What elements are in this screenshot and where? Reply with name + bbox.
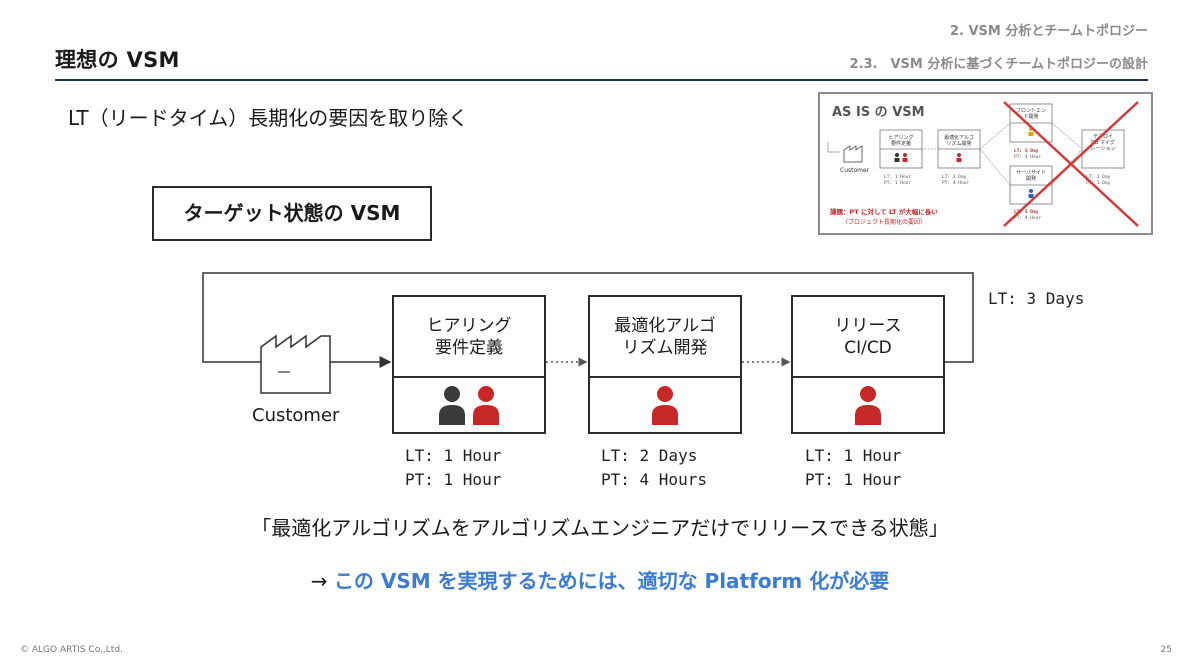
process-staff bbox=[590, 378, 740, 432]
lead-time: LT: 1 Hour bbox=[405, 446, 502, 465]
lead-time: LT: 1 Hour bbox=[805, 446, 902, 465]
thumb-deploy-line1: デプロイ bbox=[1093, 133, 1113, 140]
cross-out-icon bbox=[1003, 101, 1139, 227]
thumb-title: AS IS の VSM bbox=[832, 105, 925, 120]
thumb-issue-line2: （プロジェクト長期化の要因） bbox=[842, 218, 926, 226]
thumb-server-line2: 開発 bbox=[1026, 175, 1036, 182]
section-heading: 2. VSM 分析とチームトポロジー bbox=[949, 24, 1148, 39]
target-state-quote: 「最適化アルゴリズムをアルゴリズムエンジニアだけでリリースできる状態」 bbox=[251, 516, 949, 540]
process-title-line2: CI/CD bbox=[844, 337, 892, 358]
process-title-line1: リリース bbox=[834, 315, 902, 336]
as-is-vsm-thumbnail: AS IS の VSM Customer ヒアリング 要件定義 LT: 1 Ho… bbox=[818, 92, 1153, 235]
customer-label: Customer bbox=[252, 405, 340, 426]
thumb-deploy-pt: PT: 1 Day bbox=[1086, 180, 1111, 186]
thumb-frontend-line1: フロントエン bbox=[1016, 108, 1046, 114]
process-title-line1: 最適化アルゴ bbox=[614, 315, 716, 336]
thumb-step1-lt: LT: 1 Hour bbox=[884, 174, 911, 180]
conclusion: → この VSM を実現するためには、適切な Platform 化が必要 bbox=[0, 565, 1200, 594]
metrics-hearing: LT: 1 Hour PT: 1 Hour bbox=[405, 444, 501, 492]
thumb-server-line1: サーバサイド bbox=[1016, 170, 1046, 176]
process-staff bbox=[793, 378, 943, 432]
thumb-frontend-lt: LT: 5 Day bbox=[1014, 148, 1039, 154]
subsection-heading: 2.3. VSM 分析に基づくチームトポロジーの設計 bbox=[849, 57, 1148, 72]
factory-icon bbox=[260, 334, 331, 394]
page-number: 25 bbox=[1160, 645, 1172, 655]
person-red-icon bbox=[855, 386, 881, 425]
thumb-step2-pt: PT: 4 Hour bbox=[942, 180, 969, 186]
thumb-frontend-pt: PT: 4 Hour bbox=[1014, 154, 1041, 160]
process-title: リリース CI/CD bbox=[793, 297, 943, 378]
thumb-deploy-lt: LT: 2 Day bbox=[1086, 174, 1111, 180]
thumb-step2-line1: 最適化アルゴ bbox=[944, 134, 974, 141]
arrow-icon: → bbox=[310, 569, 334, 593]
thumb-issue-line1: 課題：PT に対して LT が大幅に長い bbox=[830, 207, 938, 216]
thumb-customer: Customer bbox=[840, 167, 870, 174]
factory-icon bbox=[843, 145, 863, 163]
slide-title: 理想の VSM bbox=[55, 48, 180, 72]
thumb-server-lt: LT: 5 Day bbox=[1014, 209, 1039, 215]
process-staff bbox=[394, 378, 544, 432]
process-box-hearing: ヒアリング 要件定義 bbox=[392, 295, 546, 434]
thumb-step1-pt: PT: 1 Hour bbox=[884, 180, 911, 186]
process-title: ヒアリング 要件定義 bbox=[394, 297, 544, 378]
total-lead-time: LT: 3 Days bbox=[988, 289, 1085, 308]
lead-time: LT: 2 Days bbox=[601, 446, 698, 465]
copyright: © ALGO ARTIS Co.,Ltd. bbox=[20, 645, 123, 655]
thumb-step1-line2: 要件定義 bbox=[891, 140, 911, 147]
thumb-frontend-line2: ド開発 bbox=[1023, 113, 1038, 120]
process-title-line2: 要件定義 bbox=[435, 337, 503, 358]
conclusion-text: この VSM を実現するためには、適切な Platform 化が必要 bbox=[333, 569, 890, 593]
thumb-step2-line2: リズム開発 bbox=[946, 140, 971, 147]
thumb-step1-line1: ヒアリング bbox=[888, 134, 913, 141]
process-time: PT: 1 Hour bbox=[805, 470, 902, 489]
target-state-label-box: ターゲット状態の VSM bbox=[152, 186, 432, 241]
process-box-algorithm: 最適化アルゴ リズム開発 bbox=[588, 295, 742, 434]
thumb-server-pt: PT: 4 Hour bbox=[1014, 215, 1041, 221]
person-red-icon bbox=[652, 386, 678, 425]
process-title-line1: ヒアリング bbox=[426, 315, 512, 336]
process-time: PT: 4 Hours bbox=[601, 470, 707, 489]
process-title: 最適化アルゴ リズム開発 bbox=[590, 297, 740, 378]
as-is-vsm-diagram: AS IS の VSM Customer ヒアリング 要件定義 LT: 1 Ho… bbox=[827, 101, 1139, 227]
metrics-algorithm: LT: 2 Days PT: 4 Hours bbox=[601, 444, 707, 492]
thumb-deploy-line3: レーション bbox=[1091, 146, 1116, 152]
thumb-step2-lt: LT: 2 Day bbox=[942, 174, 967, 180]
process-title-line2: リズム開発 bbox=[622, 337, 708, 358]
process-time: PT: 1 Hour bbox=[405, 470, 502, 489]
header-divider bbox=[55, 79, 1148, 81]
target-state-label: ターゲット状態の VSM bbox=[183, 201, 401, 225]
person-dark-icon bbox=[439, 386, 465, 425]
process-box-release: リリース CI/CD bbox=[791, 295, 945, 434]
thumb-deploy-line2: DB マイグ bbox=[1091, 139, 1115, 146]
slide-subtitle: LT（リードタイム）長期化の要因を取り除く bbox=[68, 106, 469, 130]
feedback-loop-arrow bbox=[202, 272, 974, 368]
person-red-icon bbox=[473, 386, 499, 425]
metrics-release: LT: 1 Hour PT: 1 Hour bbox=[805, 444, 901, 492]
